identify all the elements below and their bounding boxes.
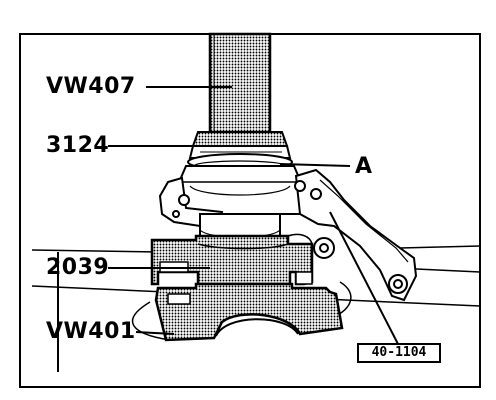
leader-a	[279, 163, 351, 167]
figure-reference: 40-1104	[357, 343, 441, 363]
leader-lines	[57, 86, 399, 372]
callout-2039: 2039	[46, 255, 110, 280]
steering-arm	[294, 168, 418, 302]
callout-a: A	[355, 154, 373, 179]
callout-3124: 3124	[46, 133, 110, 158]
callout-vw401: VW401	[46, 319, 136, 344]
leader-figref	[329, 211, 399, 345]
leader-vw401	[135, 331, 175, 335]
tool-2039-support	[150, 233, 314, 286]
vw407-press-tool	[208, 32, 272, 138]
vw401-base-plate	[154, 271, 344, 342]
wheel-bearing-housing	[179, 165, 301, 215]
callout-vw407: VW407	[46, 74, 136, 99]
